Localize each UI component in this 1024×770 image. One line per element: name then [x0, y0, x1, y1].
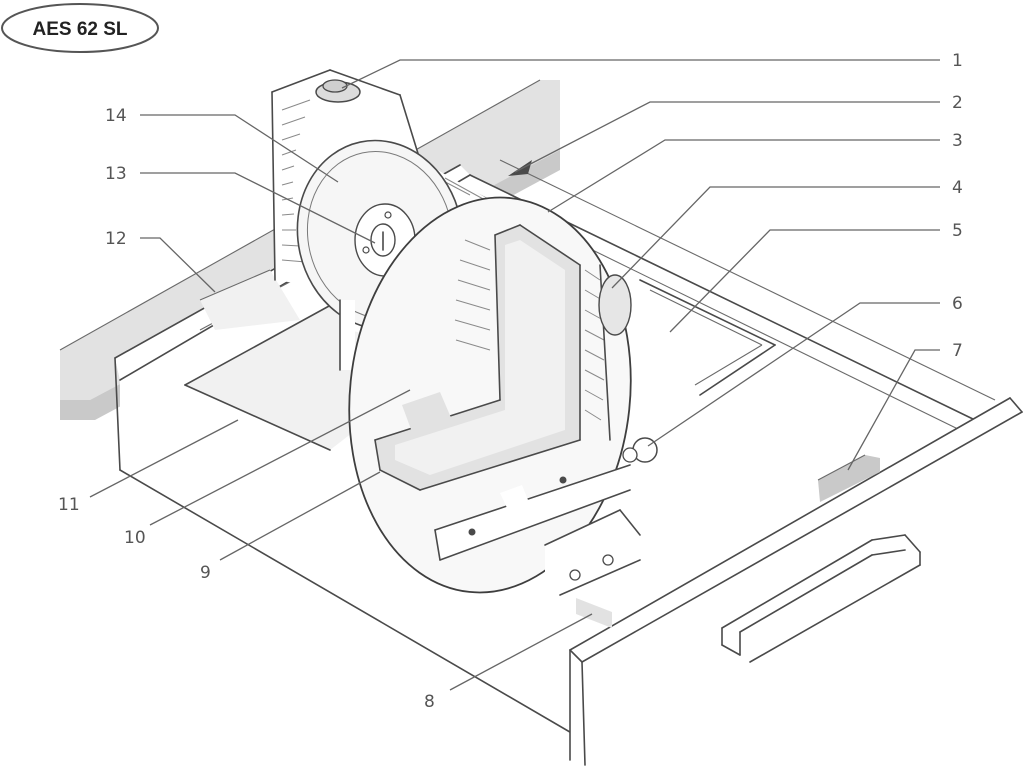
callout-labels: 1 2 3 4 5 6 7 8 9 10 11 12 13 14 — [58, 51, 963, 712]
leader-lines — [89, 59, 940, 691]
callout-12: 12 — [105, 229, 127, 249]
callout-9: 9 — [200, 563, 211, 583]
magnifier-lens — [348, 196, 632, 594]
callout-2: 2 — [952, 93, 963, 113]
callout-3: 3 — [952, 131, 963, 151]
blade-guard-ribs — [454, 239, 605, 421]
callout-13: 13 — [105, 164, 127, 184]
drawer-handle — [721, 534, 921, 663]
callout-14: 14 — [105, 106, 127, 126]
food-pusher — [402, 392, 452, 432]
thickness-knob — [315, 79, 361, 103]
callout-11: 11 — [58, 495, 80, 515]
rating-plate — [818, 455, 880, 502]
callout-6: 6 — [952, 294, 963, 314]
callout-7: 7 — [952, 341, 963, 361]
model-badge: AES 62 SL — [1, 3, 159, 53]
model-badge-label: AES 62 SL — [32, 19, 127, 40]
callout-10: 10 — [124, 528, 146, 548]
callout-4: 4 — [952, 178, 963, 198]
lift-bracket — [576, 598, 612, 628]
guide-wheel — [598, 274, 632, 336]
callout-5: 5 — [952, 221, 963, 241]
direction-arrow — [508, 160, 532, 176]
callout-8: 8 — [424, 692, 435, 712]
callout-1: 1 — [952, 51, 963, 71]
